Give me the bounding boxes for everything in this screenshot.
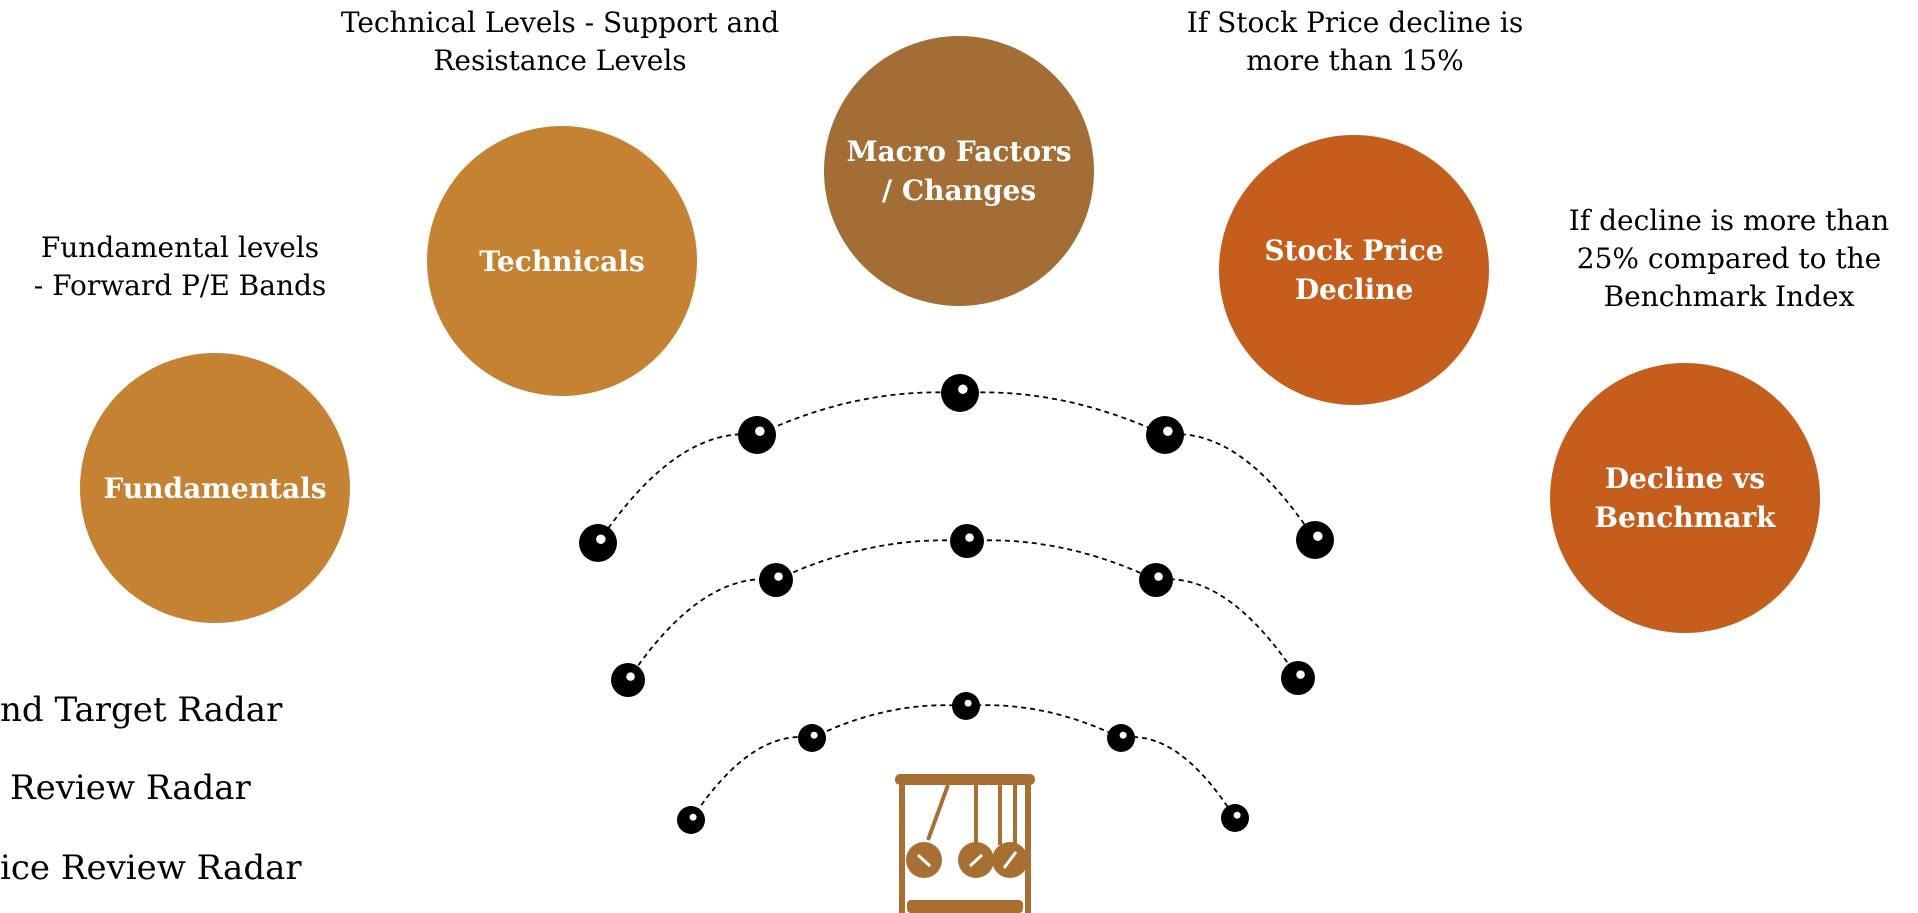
technicals-label: Technicals — [479, 244, 645, 278]
radar-arc — [690, 704, 1236, 821]
radar-arcs — [597, 391, 1316, 821]
technicals-note: Technical Levels - Support and Resistanc… — [340, 6, 780, 77]
radar-arc — [597, 391, 1316, 544]
dot-highlight — [1296, 670, 1305, 679]
dot-highlight — [755, 426, 765, 436]
dot-highlight — [774, 572, 783, 581]
legend-item-target-radar: nd Target Radar — [0, 690, 283, 730]
stock-decline-note: If Stock Price decline is more than 15% — [1186, 6, 1524, 77]
dot-highlight — [1233, 811, 1241, 819]
dot-highlight — [1313, 531, 1323, 541]
benchmark-note: If decline is more than 25% compared to … — [1568, 204, 1890, 313]
dot-highlight — [958, 384, 968, 394]
benchmark-circle: Decline vs Benchmark — [1550, 363, 1820, 633]
stock-decline-label: Stock Price Decline — [1264, 234, 1444, 306]
dot-highlight — [965, 533, 974, 542]
dot-icon — [759, 563, 793, 597]
dot-icon — [611, 663, 645, 697]
dot-icon — [1139, 563, 1173, 597]
dot-icon — [1281, 661, 1315, 695]
fundamentals-label: Fundamentals — [103, 471, 327, 505]
dot-highlight — [1163, 426, 1173, 436]
dot-highlight — [810, 731, 818, 739]
fundamentals-note: Fundamental levels - Forward P/E Bands — [33, 231, 327, 302]
dot-highlight — [689, 813, 697, 821]
legend-item-review-radar: Review Radar — [10, 768, 251, 808]
radar-dots — [579, 374, 1334, 834]
macro-label: Macro Factors / Changes — [846, 135, 1072, 207]
dot-highlight — [964, 699, 972, 707]
dot-highlight — [1154, 572, 1163, 581]
newtons-cradle-icon — [895, 774, 1035, 913]
macro-circle: Macro Factors / Changes — [824, 36, 1094, 306]
stock-decline-circle: Stock Price Decline — [1219, 135, 1489, 405]
dot-highlight — [626, 672, 635, 681]
radar-arc — [627, 539, 1299, 681]
dot-icon — [950, 524, 984, 558]
dot-highlight — [1119, 731, 1127, 739]
benchmark-label: Decline vs Benchmark — [1594, 462, 1776, 534]
dot-highlight — [596, 534, 606, 544]
fundamentals-circle: Fundamentals — [80, 353, 350, 623]
technicals-circle: Technicals — [427, 126, 697, 396]
legend-item-price-review-radar: ice Review Radar — [0, 848, 302, 888]
